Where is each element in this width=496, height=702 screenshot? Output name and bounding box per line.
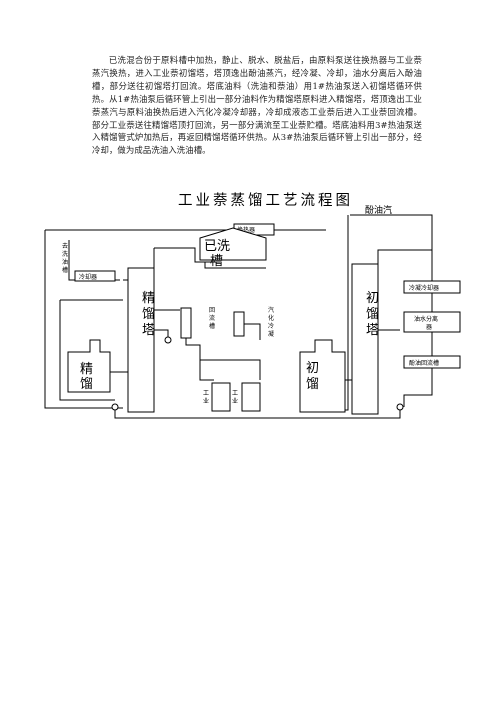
washed-oil-tank-label: 已洗 — [204, 239, 230, 254]
svg-text:业: 业 — [203, 397, 209, 405]
pump-primary — [396, 403, 404, 411]
svg-text:槽: 槽 — [62, 266, 68, 274]
svg-text:初: 初 — [366, 291, 379, 306]
product-left-label: 去 — [62, 242, 68, 250]
fenyou-steam-label: 酚油汽 — [365, 204, 392, 216]
reflux-tank-label: 回 — [209, 307, 215, 314]
svg-text:凝: 凝 — [268, 330, 274, 338]
svg-text:器: 器 — [426, 324, 432, 331]
refining-tower-label: 精 — [142, 291, 155, 306]
washed-oil-tank — [199, 227, 267, 261]
cond-cooler-label: 冷凝冷却器 — [409, 284, 439, 292]
intro-paragraph: 已洗混合份于原料槽中加热，静止、脱水、脱盐后，由原料泵送往换热器与工业萘蒸汽换热… — [92, 55, 422, 156]
svg-text:工: 工 — [232, 390, 238, 397]
svg-text:馏: 馏 — [366, 307, 379, 322]
pump-left — [111, 403, 119, 411]
svg-text:槽: 槽 — [209, 322, 215, 330]
condenser-label: 汽 — [268, 306, 274, 314]
svg-text:冷: 冷 — [268, 322, 274, 330]
svg-text:业: 业 — [232, 397, 238, 405]
refining-furnace — [67, 339, 111, 393]
reflux-tank — [180, 307, 192, 339]
cooler-left-label: 冷却器 — [79, 273, 97, 281]
svg-text:油水分离: 油水分离 — [414, 315, 438, 323]
primary-furnace — [299, 339, 346, 413]
svg-text:化: 化 — [268, 314, 274, 322]
heat-exchanger-label: 换热器 — [237, 226, 255, 234]
svg-text:初: 初 — [306, 361, 319, 376]
svg-text:油: 油 — [62, 258, 68, 266]
fenyou-tank-label: 酚油回流槽 — [409, 359, 439, 367]
diagram-title: 工业萘蒸馏工艺流程图 — [178, 192, 353, 209]
condenser — [233, 311, 245, 337]
svg-text:塔: 塔 — [142, 323, 155, 338]
svg-text:工: 工 — [203, 390, 209, 397]
pump-reflux — [164, 336, 172, 344]
naph-tank — [211, 382, 231, 412]
svg-text:馏: 馏 — [142, 307, 155, 322]
svg-text:塔: 塔 — [366, 323, 379, 338]
cooler-left — [74, 270, 116, 282]
svg-text:馏: 馏 — [80, 377, 93, 392]
naph-reflux — [241, 382, 261, 412]
svg-text:馏: 馏 — [306, 377, 319, 392]
svg-text:流: 流 — [209, 314, 215, 322]
primary-tower — [351, 263, 379, 415]
refining-tower — [127, 267, 155, 413]
svg-text:精: 精 — [80, 362, 93, 377]
svg-text:洗: 洗 — [62, 250, 68, 258]
